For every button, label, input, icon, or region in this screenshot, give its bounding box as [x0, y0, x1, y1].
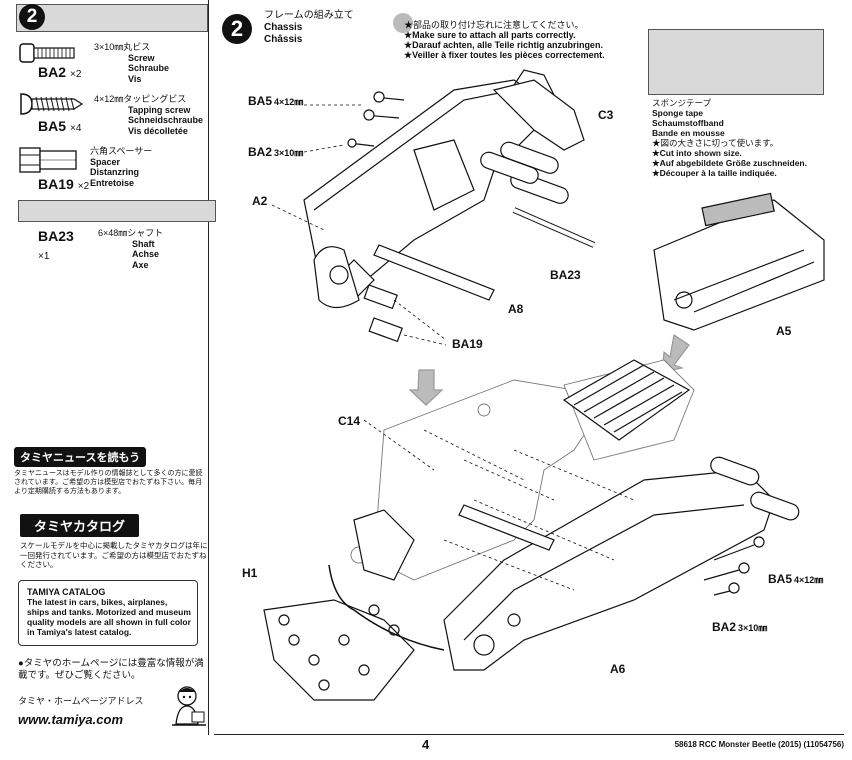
bottom-rule — [214, 734, 844, 735]
catalog-english-box: TAMIYA CATALOG The latest in cars, bikes… — [18, 580, 198, 646]
label-c3: C3 — [598, 108, 614, 122]
part-ba19-code: BA19×2 — [38, 176, 90, 192]
frame-a2-drawing — [303, 79, 545, 309]
assembly-diagram — [263, 69, 825, 701]
part-ba5-code: BA5×4 — [38, 118, 82, 134]
catalog-box-title: TAMIYA CATALOG — [27, 587, 106, 597]
screw-ba2-icon — [19, 43, 75, 63]
part-ba19-desc: 六角スペーサー Spacer Distanzring Entretoise — [90, 146, 153, 188]
catalog-section: タミヤカタログ スケールモデルを中心に掲載したタミヤカタログは年に一回発行されて… — [20, 514, 210, 570]
part-ba23-code: BA23×1 — [38, 228, 74, 262]
bulkhead-drawing — [492, 69, 585, 151]
sponge-tape-notes: スポンジテープ Sponge tape Schaumstoffband Band… — [652, 98, 807, 178]
label-c14: C14 — [338, 414, 361, 428]
label-ba23: BA23 — [550, 268, 581, 282]
sponge-tape-template — [648, 29, 824, 95]
sidebar-step-badge: 2 — [19, 4, 45, 30]
label-h1: H1 — [242, 566, 258, 580]
step-title: フレームの組み立て Chassis Châssis — [264, 10, 354, 45]
part-ba23-desc: 6×48㎜シャフト Shaft Achse Axe — [98, 228, 164, 270]
label-ba19: BA19 — [452, 337, 483, 351]
screws-top-drawing — [347, 91, 405, 148]
part-h1-drawing — [263, 599, 415, 701]
news-title: タミヤニュースを読もう — [14, 447, 147, 467]
screw-ba5-icon — [20, 93, 84, 115]
label-a6: A6 — [610, 662, 626, 676]
product-footer: 58618 RCC Monster Beetle (2015) (1105475… — [674, 740, 844, 749]
homepage-address-label: タミヤ・ホームページアドレス — [18, 696, 144, 706]
part-ba5-desc: 4×12㎜タッピングビス Tapping screw Schneidschrau… — [94, 94, 204, 136]
finned-plate-drawing — [562, 359, 691, 441]
page-number: 4 — [422, 737, 430, 752]
label-a2: A2 — [252, 194, 268, 208]
tamiya-news-section: タミヤニュースを読もう タミヤニュースはモデル作りの情報誌として多くの方に愛読さ… — [14, 447, 204, 496]
catalog-text: スケールモデルを中心に掲載したタミヤカタログは年に一回発行されています。ご希望の… — [20, 541, 208, 569]
attention-star-icon — [393, 13, 413, 33]
parts-header-bar — [16, 4, 208, 32]
main-step-badge: 2 — [222, 14, 252, 44]
catalog-title: タミヤカタログ — [20, 514, 140, 537]
label-a5: A5 — [776, 324, 792, 338]
assembly-notes: ★部品の取り付け忘れに注意してください。 ★Make sure to attac… — [404, 20, 605, 60]
tamiya-url-link[interactable]: www.tamiya.com — [18, 712, 123, 727]
part-ba2-desc: 3×10㎜丸ビス Screw Schraube Vis — [94, 42, 170, 84]
label-a8: A8 — [508, 302, 524, 316]
mascot-icon — [172, 686, 206, 726]
homepage-text: ●タミヤのホームページには豊富な情報が満載です。ぜひご覧ください。 — [18, 658, 204, 681]
part-ba2-code: BA2×2 — [38, 64, 82, 80]
parts-sidebar: 2 BA2×2 3×10㎜丸ビス Screw Schraube Vis BA5×… — [8, 0, 216, 735]
shaft-ba23-image — [18, 200, 216, 222]
spacer-ba19-icon — [19, 147, 77, 173]
part-a5-drawing — [653, 192, 825, 331]
rods-c3-drawing — [480, 141, 569, 204]
catalog-box-text: The latest in cars, bikes, airplanes, sh… — [27, 597, 191, 637]
news-text: タミヤニュースはモデル作りの情報誌として多くの方に愛読されています。ご希望の方は… — [14, 470, 203, 495]
